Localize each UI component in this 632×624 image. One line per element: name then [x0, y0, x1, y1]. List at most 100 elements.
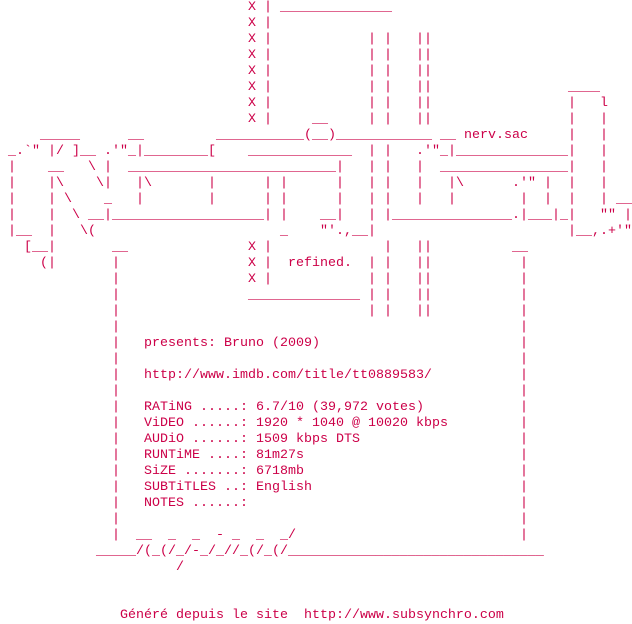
ascii-art-segment: | [600, 160, 608, 175]
ascii-art-segment: _____ [40, 128, 80, 143]
ascii-art-segment: | [624, 208, 632, 223]
ascii-art-segment: | [104, 160, 112, 175]
footer-link[interactable]: http://www.subsynchro.com [303, 608, 504, 623]
ascii-art-segment: || [416, 240, 432, 255]
ascii-art-segment: .'" [512, 176, 536, 191]
ascii-art-segment: | [112, 480, 120, 495]
ascii-art-segment: _ [168, 528, 176, 543]
ascii-art-segment: | [384, 32, 392, 47]
info-label: ViDEO ......: [144, 416, 248, 431]
info-label: RUNTiME ....: [144, 448, 248, 463]
ascii-art-segment: | [112, 272, 120, 287]
ascii-art-segment: | [520, 512, 528, 527]
ascii-art-segment: | [520, 480, 528, 495]
ascii-art-segment: | [112, 464, 120, 479]
ascii-art-segment: | [384, 96, 392, 111]
ascii-art-segment: |\ [448, 176, 464, 191]
ascii-art-segment: || [416, 64, 432, 79]
footer-text: Généré depuis le site [120, 608, 288, 623]
ascii-art-segment: | [112, 304, 120, 319]
ascii-art-segment: | [112, 496, 120, 511]
ascii-art-segment: | [112, 416, 120, 431]
ascii-art-segment: || [416, 48, 432, 63]
ascii-art-segment: __| [320, 208, 344, 223]
ascii-art-segment: X | [248, 256, 272, 271]
info-value: English [256, 480, 312, 495]
ascii-art-segment: |__,.+'" [568, 224, 632, 239]
ascii-art-segment: | [520, 352, 528, 367]
ascii-art-segment: ________________| [440, 160, 576, 175]
ascii-art-segment: __ [136, 528, 152, 543]
ascii-art-segment: | [544, 192, 552, 207]
ascii-art-segment: |_______________.|___|_| [384, 208, 576, 223]
ascii-art-segment: | [384, 112, 392, 127]
ascii-art-segment: | [568, 128, 576, 143]
ascii-art-segment: | [520, 336, 528, 351]
ascii-art-segment: | [384, 304, 392, 319]
ascii-art-segment: | [600, 112, 608, 127]
ascii-art-segment: X | [248, 0, 272, 15]
ascii-art-segment: | [280, 176, 288, 191]
ascii-art-segment: | [520, 416, 528, 431]
ascii-art-segment: ______________ [248, 288, 360, 303]
ascii-art-segment: | [368, 80, 376, 95]
info-value: 6718mb [256, 464, 304, 479]
presents-label: presents: [144, 336, 216, 351]
ascii-art-segment: | [8, 208, 16, 223]
ascii-art-segment: | [384, 80, 392, 95]
ascii-art-segment: | [112, 384, 120, 399]
ascii-art-segment: | [368, 64, 376, 79]
ascii-art-segment: | [368, 160, 376, 175]
ascii-art-segment: "" [600, 208, 616, 223]
ascii-art-segment: \ [72, 208, 80, 223]
ascii-art-segment: | [112, 432, 120, 447]
ascii-art-segment: | [112, 352, 120, 367]
ascii-art-segment: || [416, 80, 432, 95]
imdb-link[interactable]: http://www.imdb.com/title/tt0889583/ [144, 368, 432, 383]
release-info-list: RATiNG .....:6.7/10 (39,972 votes) ViDEO… [144, 400, 448, 512]
footer: Généré depuis le site http://www.subsync… [120, 608, 504, 624]
info-row-subtitles: SUBTiTLES ..:English [144, 480, 448, 496]
ascii-art-segment: | [520, 288, 528, 303]
ascii-art-segment: | [520, 368, 528, 383]
ascii-art-segment: | [520, 272, 528, 287]
ascii-art-segment: | [8, 160, 16, 175]
ascii-art-segment: |/ ]__ [48, 144, 96, 159]
ascii-art-segment: | [384, 288, 392, 303]
ascii-art-segment: _ [232, 528, 240, 543]
ascii-art-segment: | [368, 208, 376, 223]
release-title: Bruno (2009) [223, 336, 320, 351]
ascii-art-segment: | [568, 192, 576, 207]
ascii-art-segment: |\ [48, 176, 64, 191]
ascii-art-segment: _ [256, 528, 264, 543]
info-row-notes: NOTES ......: [144, 496, 448, 512]
ascii-art-segment: |__ [8, 224, 32, 239]
ascii-art-segment: _____/(_(/_/-_/_//_(/_(/________________… [96, 544, 544, 559]
ascii-art-segment: || [416, 32, 432, 47]
ascii-art-segment: | [112, 368, 120, 383]
ascii-art-segment: || [416, 272, 432, 287]
ascii-art-segment: || [416, 256, 432, 271]
ascii-art-segment: | [568, 96, 576, 111]
ascii-art-segment: l [600, 96, 608, 111]
ascii-art-segment: | [520, 464, 528, 479]
info-label: AUDiO ......: [144, 432, 248, 447]
ascii-art-segment: X | [248, 64, 272, 79]
ascii-art-segment: || [416, 112, 432, 127]
ascii-art-segment: | [568, 112, 576, 127]
ascii-art-segment: __ [112, 240, 128, 255]
ascii-art-segment: | [112, 288, 120, 303]
ascii-art-segment: \ [88, 160, 96, 175]
ascii-art-segment: X | [248, 32, 272, 47]
ascii-art-segment: | [368, 144, 376, 159]
ascii-art-segment: | [336, 176, 344, 191]
ascii-art-segment: | [112, 512, 120, 527]
info-value: 81m27s [256, 448, 304, 463]
info-row-runtime: RUNTiME ....: 81m27s [144, 448, 448, 464]
ascii-art-segment: | [136, 192, 144, 207]
info-label: NOTES ......: [144, 496, 248, 511]
ascii-art-segment: | [384, 272, 392, 287]
ascii-art-segment: | [208, 192, 216, 207]
ascii-art-segment: | [384, 192, 392, 207]
ascii-art-segment: [__| [24, 240, 56, 255]
